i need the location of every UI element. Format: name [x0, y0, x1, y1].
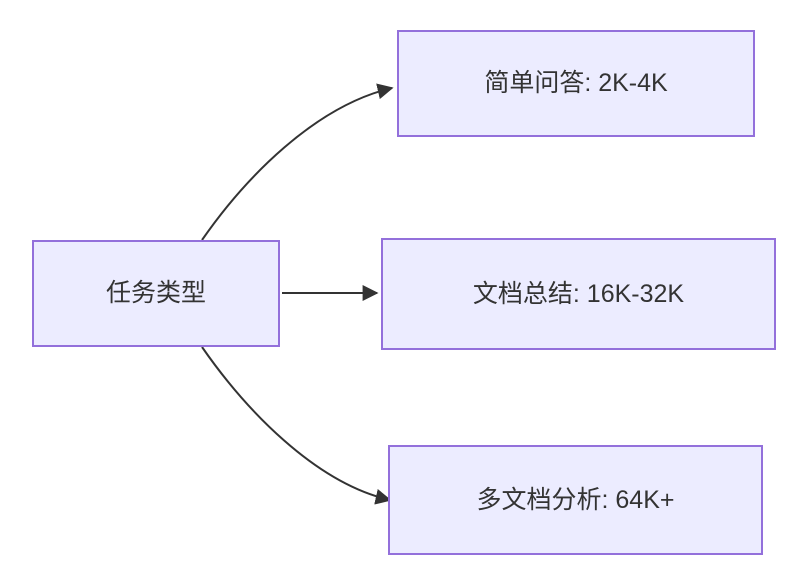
- node-doc-summary: 文档总结: 16K-32K: [381, 238, 776, 350]
- node-multi-doc-label: 多文档分析: 64K+: [476, 485, 675, 514]
- edge-root-to-multi-doc: [201, 346, 392, 505]
- node-multi-doc: 多文档分析: 64K+: [388, 445, 763, 555]
- node-simple-qa-label: 简单问答: 2K-4K: [484, 69, 668, 98]
- edge-root-to-simple-qa: [201, 83, 394, 241]
- node-doc-summary-label: 文档总结: 16K-32K: [472, 279, 685, 308]
- node-task-type-label: 任务类型: [105, 279, 206, 308]
- node-task-type: 任务类型: [32, 240, 280, 347]
- node-simple-qa: 简单问答: 2K-4K: [397, 30, 755, 137]
